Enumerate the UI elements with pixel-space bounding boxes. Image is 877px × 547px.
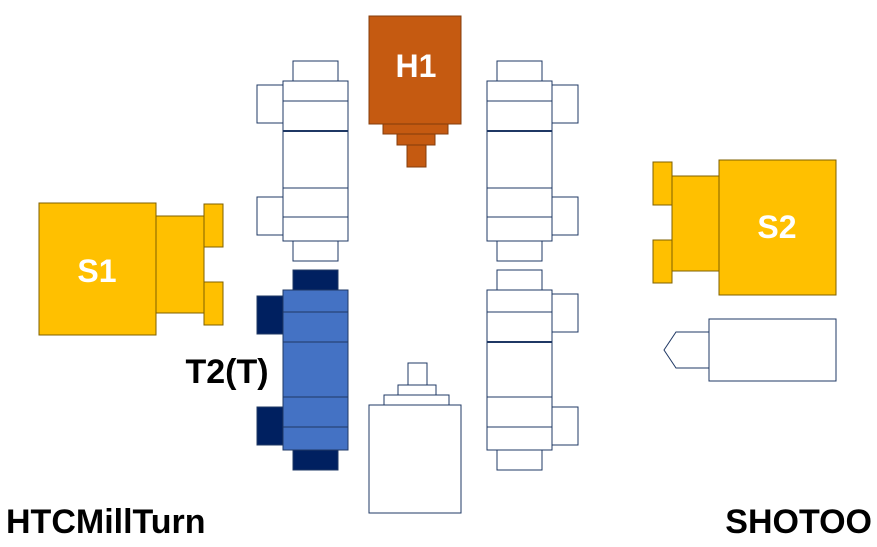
tailstock <box>663 318 837 382</box>
spindle-s1 <box>38 202 224 336</box>
head-h1 <box>368 15 462 168</box>
s1-label: S1 <box>77 253 116 289</box>
spindle-s2 <box>652 159 837 296</box>
tool-holder-center <box>368 362 462 514</box>
s2-label: S2 <box>757 209 796 245</box>
turret-lower-right <box>486 269 579 471</box>
t2-label: T2(T) <box>185 353 268 391</box>
turret-t2 <box>256 269 349 471</box>
h1-label: H1 <box>396 48 437 84</box>
machine-name-left: HTCMillTurn <box>6 503 206 541</box>
turret-upper-right <box>486 60 579 262</box>
machine-name-right: SHOTOO <box>725 503 872 541</box>
turret-upper-left <box>256 60 349 262</box>
